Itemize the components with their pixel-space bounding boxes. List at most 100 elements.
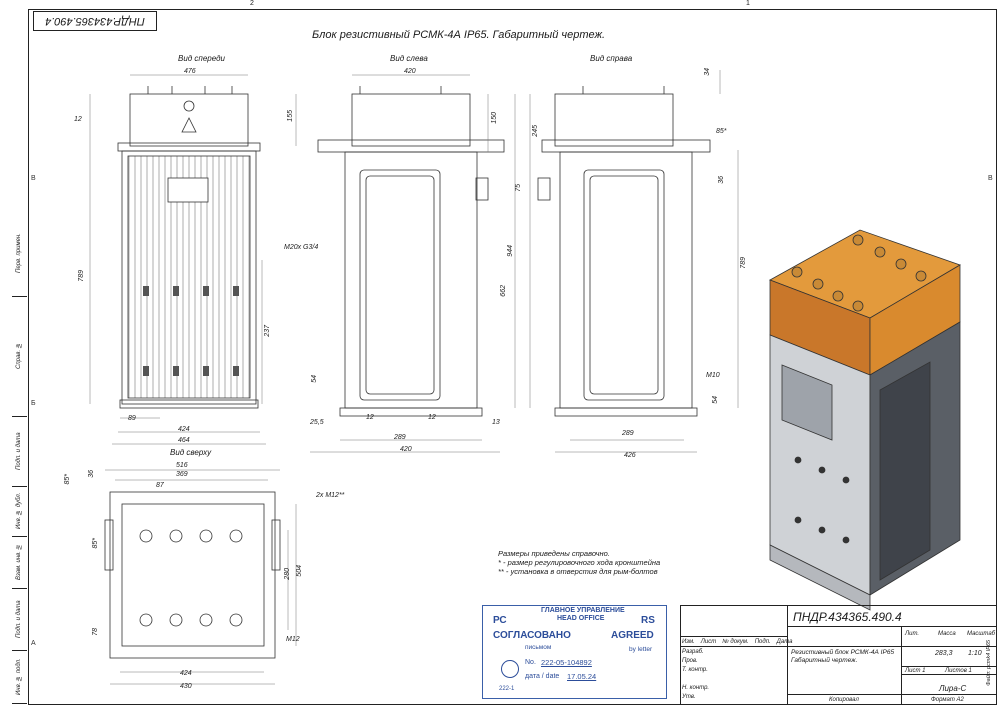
dim-label: 34	[704, 68, 711, 76]
title-block: ПНДР.434365.490.4 Резистивный блок РСМК-…	[680, 605, 996, 704]
dim-label: 426	[624, 452, 636, 459]
gland-row	[143, 286, 239, 376]
dim-label: 155	[287, 110, 294, 122]
dim-label: M10	[706, 372, 720, 379]
dim-label: 420	[400, 446, 412, 453]
dim-label: 420	[404, 68, 416, 75]
strip-cell: Взам. инв. №	[12, 536, 27, 589]
dim-label: 516	[176, 462, 188, 469]
dim-label: 464	[178, 437, 190, 444]
note-line: Размеры приведены справочно.	[498, 549, 610, 558]
tb-role: Т. контр.	[682, 667, 708, 673]
top-view	[104, 469, 297, 685]
tb-header: № докум.	[722, 639, 749, 645]
dim-label: 280	[284, 568, 291, 580]
tb-doc-number: ПНДР.434365.490.4	[793, 610, 902, 624]
tb-role: Разраб.	[682, 649, 704, 655]
tb-scale: Масштаб	[967, 631, 996, 637]
drawing-title: Блок резистивный РСМК-4А IP65. Габаритны…	[312, 29, 606, 41]
strip-cell: Инв. № подл.	[12, 650, 27, 704]
stamp-head-ru: ГЛАВНОЕ УПРАВЛЕНИЕ	[541, 607, 625, 614]
terminal-box	[129, 93, 249, 147]
dim-label: 430	[180, 683, 192, 690]
isometric-view	[769, 229, 961, 611]
strip-cell: Перв. примен.	[12, 210, 27, 297]
dim-label: 944	[507, 245, 514, 257]
tb-role: Пров.	[682, 658, 698, 664]
drawing-notes: Размеры приведены справочно. * - размер …	[498, 549, 660, 576]
stamp-by-letter-en: by letter	[629, 646, 653, 653]
stamp-by-letter-ru: письмом	[525, 644, 552, 651]
dim-label: 2x M12**	[316, 492, 345, 499]
strip-cell: Инв. № дубл.	[12, 486, 27, 537]
rs-logo-icon	[501, 660, 519, 678]
stamp-date-value: 17.05.24	[567, 672, 597, 681]
strip-cell: Справ. №	[12, 296, 27, 417]
strip-cell: Подп. и дата	[12, 588, 27, 651]
tb-sheet: Лист 1	[905, 668, 926, 674]
dim-label: 237	[264, 325, 271, 337]
tb-header: Изм.	[682, 639, 695, 645]
dim-label: М20х G3/4	[284, 244, 319, 251]
tb-header: Дата	[776, 639, 793, 645]
dim-label: 85*	[716, 128, 727, 135]
dim-label: 25,5	[310, 419, 324, 426]
tb-company: Лира-С	[939, 684, 967, 693]
tb-copied: Копировал	[829, 697, 859, 703]
dim-label: 662	[500, 285, 507, 297]
stamp-pc: РС	[493, 615, 507, 626]
tb-role: Утв.	[682, 694, 696, 700]
stamp-rs: RS	[641, 615, 655, 626]
left-margin-strip: Перв. примен. Справ. № Подп. и дата Инв.…	[12, 210, 29, 704]
dim-label: 85*	[92, 538, 99, 549]
view-label-front: Вид спереди	[178, 54, 225, 63]
zone-letter: В	[31, 175, 36, 182]
tb-format: Формат А2	[931, 697, 964, 703]
tb-mass-value: 283,3	[935, 650, 953, 657]
dim-label: 85*	[64, 474, 71, 485]
tb-headers: Изм. Лист № докум. Подп. Дата	[682, 639, 793, 645]
view-label-left: Вид слева	[390, 54, 428, 63]
dim-label: 424	[178, 426, 190, 433]
dim-label: 289	[622, 430, 634, 437]
zone-letter: Б	[31, 400, 36, 407]
tb-role: Н. контр.	[682, 685, 710, 691]
file-name: Файл: pcmk4 IP65	[986, 640, 992, 686]
note-line: * - размер регулировочного хода кронштей…	[498, 558, 661, 567]
dim-label: 12	[366, 414, 374, 421]
strip-cell: Подп. и дата	[12, 416, 27, 487]
dim-label: 289	[394, 434, 406, 441]
tb-header: Лист	[700, 639, 717, 645]
dim-label: 424	[180, 670, 192, 677]
front-view	[89, 74, 297, 445]
dim-label: 789	[78, 270, 85, 282]
right-view	[537, 70, 739, 453]
note-line: ** - установка в отверстия для рым-болто…	[498, 567, 658, 576]
dim-label: 13	[492, 419, 500, 426]
dim-label: 245	[532, 125, 539, 137]
dim-label: 36	[718, 176, 725, 184]
dim-label: 78	[92, 628, 99, 636]
stamp-no-value: 222-05-104892	[541, 658, 592, 667]
dim-label: 87	[156, 482, 164, 489]
dim-label: 369	[176, 471, 188, 478]
view-label-top: Вид сверху	[170, 448, 212, 457]
dim-label: 12	[428, 414, 436, 421]
tb-scale-value: 1:10	[968, 650, 982, 657]
zone-number: 2	[250, 0, 254, 7]
tb-header: Подп.	[754, 639, 771, 645]
zone-bar: 2 1	[28, 0, 995, 9]
stamp-agreed-ru: СОГЛАСОВАНО	[493, 630, 571, 641]
tb-name: Резистивный блок РСМК-4А IP65 Габаритный…	[791, 649, 895, 664]
dim-label: 150	[491, 112, 498, 124]
zone-number: 1	[746, 0, 750, 7]
dim-label: 504	[296, 565, 303, 577]
tb-lit: Лит.	[905, 631, 920, 637]
dim-label: 476	[184, 68, 196, 75]
top-bolts	[139, 529, 243, 627]
dim-label: 89	[128, 415, 136, 422]
dim-label: 75	[515, 184, 522, 192]
dim-label: 36	[88, 470, 95, 478]
dim-label: M12	[286, 636, 300, 643]
